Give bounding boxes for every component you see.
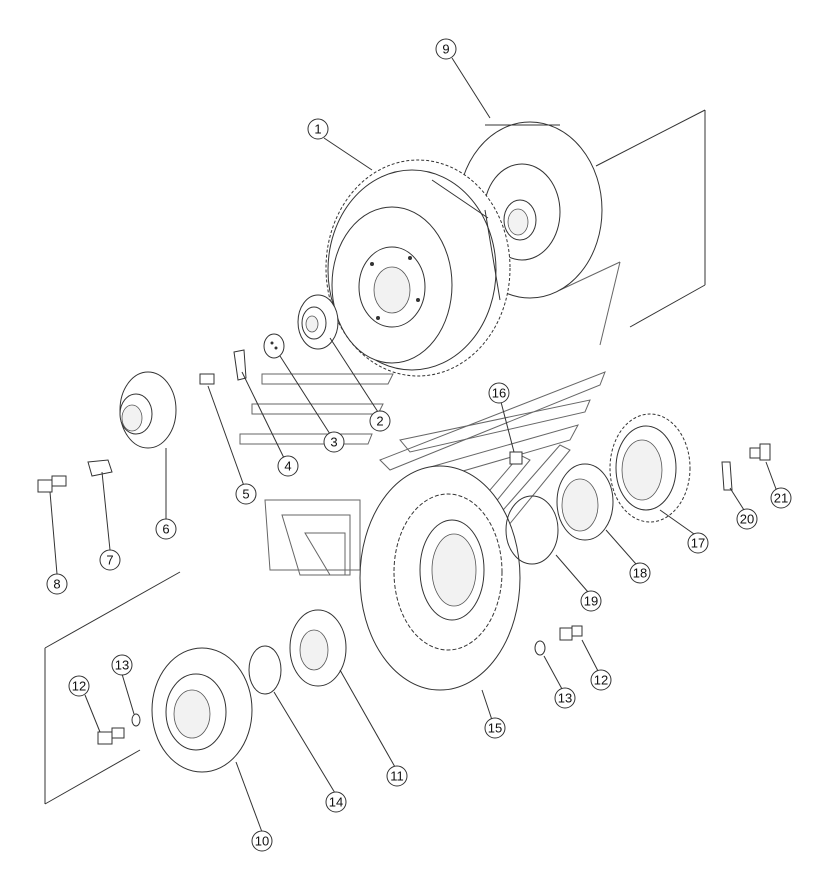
callout-circle	[580, 590, 602, 612]
part-5-bolt	[199, 373, 215, 385]
callout-circle	[155, 518, 177, 540]
part-15-stator-housing	[359, 465, 521, 691]
part-19-snap-ring	[505, 495, 559, 565]
callout-4: 4	[277, 455, 299, 477]
callout-number: 18	[633, 566, 647, 581]
frame-lines	[44, 109, 706, 805]
callout-circle	[323, 431, 345, 453]
part-16-bolt	[509, 451, 523, 465]
callout-number: 7	[106, 553, 113, 568]
callout-number: 19	[584, 594, 598, 609]
callout-15: 15	[484, 717, 506, 739]
callout-circle	[687, 532, 709, 554]
callout-circle	[235, 483, 257, 505]
callout-6: 6	[155, 518, 177, 540]
callout-8: 8	[46, 573, 68, 595]
callout-2: 2	[369, 410, 391, 432]
part-7-lock-tab	[87, 459, 113, 477]
part-6-hub-flange	[119, 371, 177, 449]
callout-circle	[386, 765, 408, 787]
callout-21: 21	[770, 487, 792, 509]
callout-3: 3	[323, 431, 345, 453]
part-17-sprocket	[609, 413, 691, 523]
callout-17: 17	[687, 532, 709, 554]
part-14-snap-ring	[248, 645, 282, 695]
part-2-bearing	[297, 294, 339, 350]
callout-number: 11	[390, 769, 404, 784]
callout-13: 13	[111, 654, 133, 676]
part-11-pump-hub	[289, 609, 347, 687]
callout-10: 10	[251, 830, 273, 852]
callout-19: 19	[580, 590, 602, 612]
part-4-lock-plate	[233, 349, 247, 381]
callout-circle	[554, 687, 576, 709]
callout-number: 12	[594, 673, 608, 688]
leader-lines	[49, 57, 777, 833]
callout-number: 17	[691, 536, 705, 551]
callout-number: 6	[162, 522, 169, 537]
callout-circle	[488, 382, 510, 404]
callout-circle	[770, 487, 792, 509]
callout-number: 10	[255, 834, 269, 849]
part-20-lock-plate	[721, 461, 733, 491]
part-10-impeller	[151, 647, 253, 773]
callout-number: 16	[492, 386, 506, 401]
callout-circle	[590, 669, 612, 691]
callout-7: 7	[99, 549, 121, 571]
callout-9: 9	[435, 38, 457, 60]
callout-circle	[629, 562, 651, 584]
callout-11: 11	[386, 765, 408, 787]
part-3-plate	[263, 333, 285, 359]
callout-circle	[46, 573, 68, 595]
callout-number: 12	[72, 679, 86, 694]
callout-number: 1	[314, 122, 321, 137]
callout-number: 8	[53, 577, 60, 592]
part-8-bolt	[37, 475, 67, 493]
part-21-bolt	[749, 443, 771, 461]
callout-number: 3	[330, 435, 337, 450]
callout-circle	[369, 410, 391, 432]
callout-number: 13	[115, 658, 129, 673]
callout-circle	[736, 508, 758, 530]
callout-circle	[307, 118, 329, 140]
callout-16: 16	[488, 382, 510, 404]
callout-1: 1	[307, 118, 329, 140]
callout-circle	[99, 549, 121, 571]
callout-18: 18	[629, 562, 651, 584]
callout-circle	[484, 717, 506, 739]
callout-circle	[111, 654, 133, 676]
callout-20: 20	[736, 508, 758, 530]
callout-circle	[277, 455, 299, 477]
callout-5: 5	[235, 483, 257, 505]
callout-circle	[435, 38, 457, 60]
callout-circle	[251, 830, 273, 852]
part-12-bolts	[97, 625, 583, 745]
callout-13: 13	[554, 687, 576, 709]
callout-number: 2	[376, 414, 383, 429]
callout-number: 5	[242, 487, 249, 502]
part-1-ring-gear	[325, 159, 511, 377]
watermark-logo	[239, 261, 621, 576]
callout-number: 13	[558, 691, 572, 706]
callout-number: 21	[774, 491, 788, 506]
callout-number: 15	[488, 721, 502, 736]
callout-number: 14	[329, 795, 343, 810]
callout-number: 9	[442, 42, 449, 57]
callout-12: 12	[590, 669, 612, 691]
part-18-bearing	[556, 463, 614, 541]
callout-number: 4	[284, 459, 291, 474]
callout-circle	[68, 675, 90, 697]
callout-12: 12	[68, 675, 90, 697]
part-13-washers	[131, 640, 546, 727]
callout-circle	[325, 791, 347, 813]
callout-14: 14	[325, 791, 347, 813]
callout-number: 20	[740, 512, 754, 527]
